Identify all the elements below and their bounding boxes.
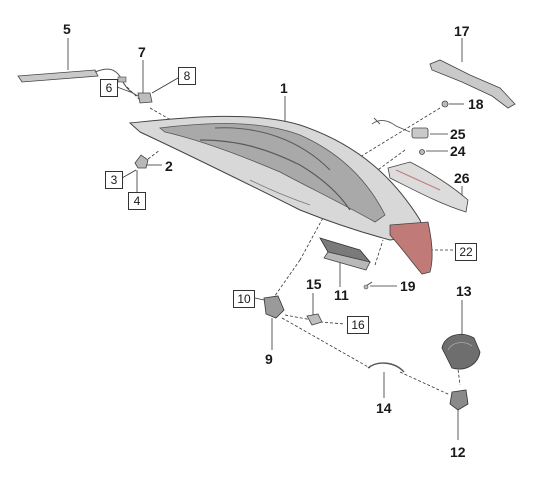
brake-light-strip <box>17 68 139 97</box>
leader-14b <box>399 371 451 396</box>
callout-7: 7 <box>138 44 146 60</box>
label-ticks <box>67 38 464 440</box>
callout-18: 18 <box>468 96 484 112</box>
callout-26: 26 <box>454 170 470 186</box>
callout-1: 1 <box>280 80 288 96</box>
boxed-callout-8: 8 <box>178 67 196 85</box>
leader-19 <box>374 239 384 266</box>
cable-14 <box>367 362 405 373</box>
nut-18 <box>441 100 449 108</box>
callout-15: 15 <box>306 276 322 292</box>
boxed-callout-6: 6 <box>100 79 118 97</box>
callout-5: 5 <box>63 21 71 37</box>
boxed-callout-3: 3 <box>105 171 123 189</box>
callout-12: 12 <box>450 444 466 460</box>
leader-14a <box>281 317 371 369</box>
trim-strip-17 <box>429 59 516 109</box>
leader-7 <box>149 107 186 129</box>
leader-9 <box>271 259 301 301</box>
boxed-callout-16: 16 <box>347 316 369 334</box>
lock-9 <box>263 295 285 319</box>
latch-12 <box>449 389 469 411</box>
leader-2 <box>139 149 161 166</box>
pin-19 <box>363 281 373 290</box>
callout-2: 2 <box>165 158 173 174</box>
leader-16 <box>319 321 346 325</box>
leader-18 <box>354 107 441 161</box>
camera-25 <box>371 117 429 139</box>
callout-11: 11 <box>334 287 349 303</box>
garnish-26 <box>387 161 469 213</box>
boxed-callout-4: 4 <box>128 192 146 210</box>
tick-8 <box>151 77 179 94</box>
callout-13: 13 <box>456 283 472 299</box>
callout-25: 25 <box>450 126 466 142</box>
handle-11 <box>319 237 372 271</box>
tick-10 <box>254 297 265 301</box>
callout-24: 24 <box>450 143 466 159</box>
bracket-2 <box>134 154 149 169</box>
tick-3 <box>121 169 137 179</box>
tick-6 <box>116 86 134 94</box>
callout-9: 9 <box>265 351 273 367</box>
boxed-callout-10: 10 <box>233 290 255 308</box>
clip-7 <box>137 92 153 104</box>
callout-14: 14 <box>376 400 392 416</box>
boxed-callout-22: 22 <box>455 243 477 261</box>
screw-24 <box>419 149 425 155</box>
callout-17: 17 <box>454 23 470 39</box>
callout-19: 19 <box>400 278 416 294</box>
motor-13 <box>441 334 481 370</box>
rear-lid <box>128 115 433 275</box>
bracket-15 <box>306 313 323 326</box>
leader-15 <box>284 314 313 321</box>
